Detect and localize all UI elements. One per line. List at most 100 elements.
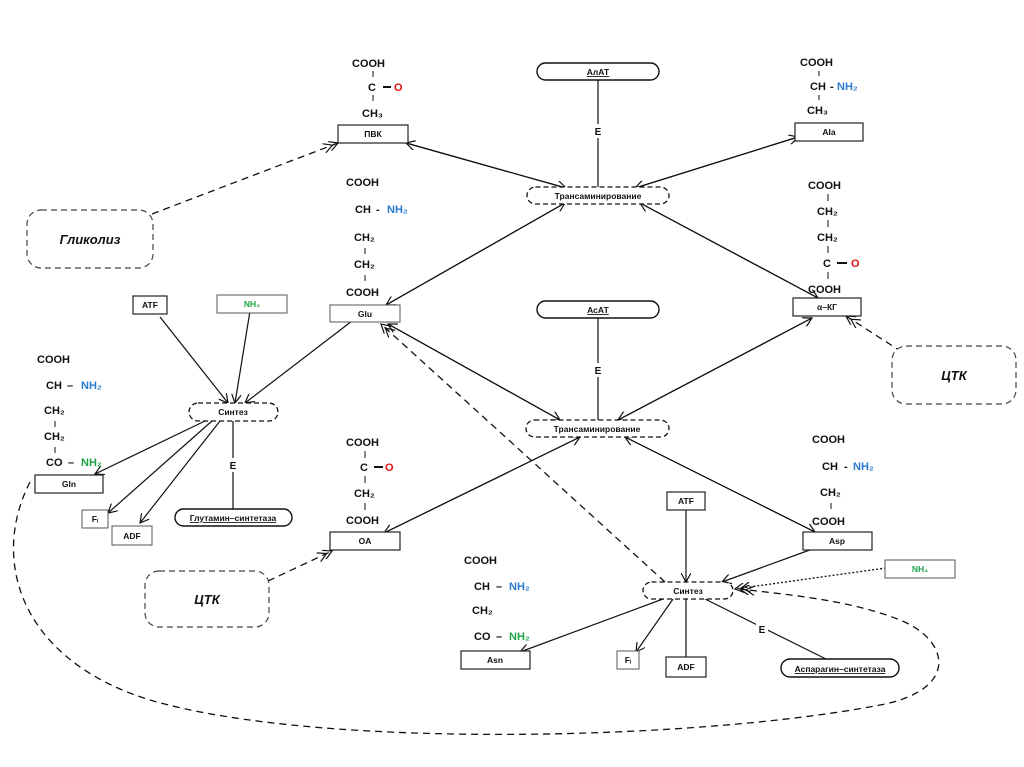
glycolysis-label: Гликолиз [60, 232, 121, 247]
akg-to-trans2-arrow [618, 317, 813, 420]
asn-fi-label: Fᵢ [625, 655, 631, 665]
formula-co: CO [474, 631, 491, 643]
oa-to-trans2-arrow [383, 437, 580, 534]
asparagine-formula: COOH CH – NH₂ CH₂ CO – NH₂ [464, 555, 530, 643]
transamination-label-2: Трансаминирование [554, 424, 641, 434]
formula-cooh: COOH [352, 58, 385, 70]
pvk-box: ПВК [337, 124, 409, 144]
gln-synthesis-to-adf-arrow [140, 420, 221, 523]
formula-cooh: COOH [812, 516, 845, 528]
asn-nh3-label: NH₃ [912, 564, 928, 574]
alanine-formula: COOH CH - NH₂ CH₃ [800, 57, 858, 117]
formula-amino-group: NH₂ [387, 204, 408, 216]
formula-cooh: COOH [346, 515, 379, 527]
connections [12, 80, 940, 736]
formula-keto-o: O [385, 462, 394, 474]
tca-source-left: ЦТК [144, 570, 270, 628]
alat-e-label: E [595, 127, 602, 138]
formula-c: C [823, 258, 831, 270]
asn-adf-label: ADF [677, 662, 694, 672]
oxaloacetate-formula: COOH C O CH₂ COOH [346, 437, 394, 527]
asat-label: АсАТ [587, 305, 609, 315]
asn-adf-box: ADF [665, 656, 707, 678]
asp-to-trans2-arrow [625, 437, 816, 533]
formula-cooh: COOH [346, 437, 379, 449]
gln-to-asn-synthesis-loop [12, 481, 940, 736]
glu-to-trans1-arrow [385, 203, 565, 306]
formula-ch: CH [474, 581, 490, 593]
formula-ch2: CH₂ [472, 605, 493, 617]
pyruvate-formula: COOH C O CH₃ [352, 58, 403, 120]
asn-label: Asn [487, 655, 503, 665]
asn-nh3-box: NH₃ [884, 559, 956, 579]
glu-label: Glu [358, 309, 372, 319]
gln-synthetase-enzyme: Глутамин–синтетаза [174, 508, 293, 527]
glu-to-gln-synthesis-arrow [245, 320, 353, 403]
formula-cooh: COOH [346, 287, 379, 299]
formula-cooh: COOH [808, 284, 841, 296]
gln-box: Gln [34, 474, 104, 494]
ala-box: Ala [794, 122, 864, 142]
formula-keto-o: O [851, 258, 860, 270]
gln-synthesis-node: Синтез [188, 402, 279, 422]
nh3-to-gln-synthesis-arrow [235, 310, 251, 403]
asat-enzyme: АсАТ [536, 300, 660, 319]
glycolysis-source: Гликолиз [26, 209, 154, 269]
formula-bond: – [496, 631, 502, 643]
asn-synthesis-to-glu-arrow [381, 324, 666, 583]
formula-c: C [368, 82, 376, 94]
transamination-node-1: Трансаминирование [526, 186, 670, 205]
tca-to-akg-arrow [846, 316, 903, 353]
transamination-node-2: Трансаминирование [525, 419, 670, 438]
asn-synthesis-to-fi-arrow [636, 598, 674, 652]
asn-fi-box: Fᵢ [616, 650, 640, 670]
akg-box: α–КГ [792, 297, 862, 317]
asn-atf-box: ATF [666, 491, 706, 511]
alat-enzyme: АлАТ [536, 62, 660, 81]
aspartate-formula: COOH CH - NH₂ CH₂ COOH [812, 434, 874, 528]
ala-label: Ala [822, 127, 836, 137]
tca-source-right: ЦТК [891, 345, 1017, 405]
formula-bond: – [68, 457, 74, 469]
formula-cooh: COOH [800, 57, 833, 69]
gln-atf-label: ATF [142, 300, 158, 310]
formula-ch: CH [810, 81, 826, 93]
gln-synthesis-to-fi-arrow [108, 420, 213, 513]
formula-cooh: COOH [346, 177, 379, 189]
formula-bond: – [496, 581, 502, 593]
ala-to-trans1-arrow [635, 136, 799, 188]
formula-ch: CH [46, 380, 62, 392]
formula-bond: – [67, 380, 73, 392]
asp-box: Asp [802, 531, 873, 551]
formula-ch3: CH₃ [362, 108, 383, 120]
asp-label: Asp [829, 536, 845, 546]
tca-left-label: ЦТК [194, 592, 220, 607]
asp-to-asn-synthesis-arrow [722, 546, 819, 582]
formula-co: CO [46, 457, 63, 469]
gln-adf-box: ADF [111, 525, 153, 546]
formula-cooh: COOH [464, 555, 497, 567]
formula-bond: - [376, 204, 380, 216]
glu-box: Glu [329, 304, 401, 323]
gln-atf-box: ATF [132, 295, 168, 315]
asn-synthetase-e-label: E [759, 625, 766, 636]
gln-nh3-box: NH₃ [216, 294, 288, 314]
asn-synthesis-node: Синтез [642, 581, 734, 600]
pvk-label: ПВК [364, 129, 382, 139]
gln-adf-label: ADF [123, 531, 140, 541]
alat-label: АлАТ [587, 67, 610, 77]
formula-cooh: COOH [808, 180, 841, 192]
asn-synthetase-enzyme: Аспарагин–синтетаза [780, 658, 900, 678]
formula-amino-group: NH₂ [509, 581, 530, 593]
transamination-label-1: Трансаминирование [555, 191, 642, 201]
akg-label: α–КГ [817, 302, 837, 312]
formula-ch2: CH₂ [44, 405, 65, 417]
asn-synthesis-to-asn-arrow [520, 598, 664, 652]
formula-cooh: COOH [812, 434, 845, 446]
formula-ch2: CH₂ [44, 431, 65, 443]
atf-to-gln-synthesis-arrow [159, 316, 228, 403]
asn-atf-label: ATF [678, 496, 694, 506]
formula-keto-o: O [394, 82, 403, 94]
formula-amino-group: NH₂ [853, 461, 874, 473]
